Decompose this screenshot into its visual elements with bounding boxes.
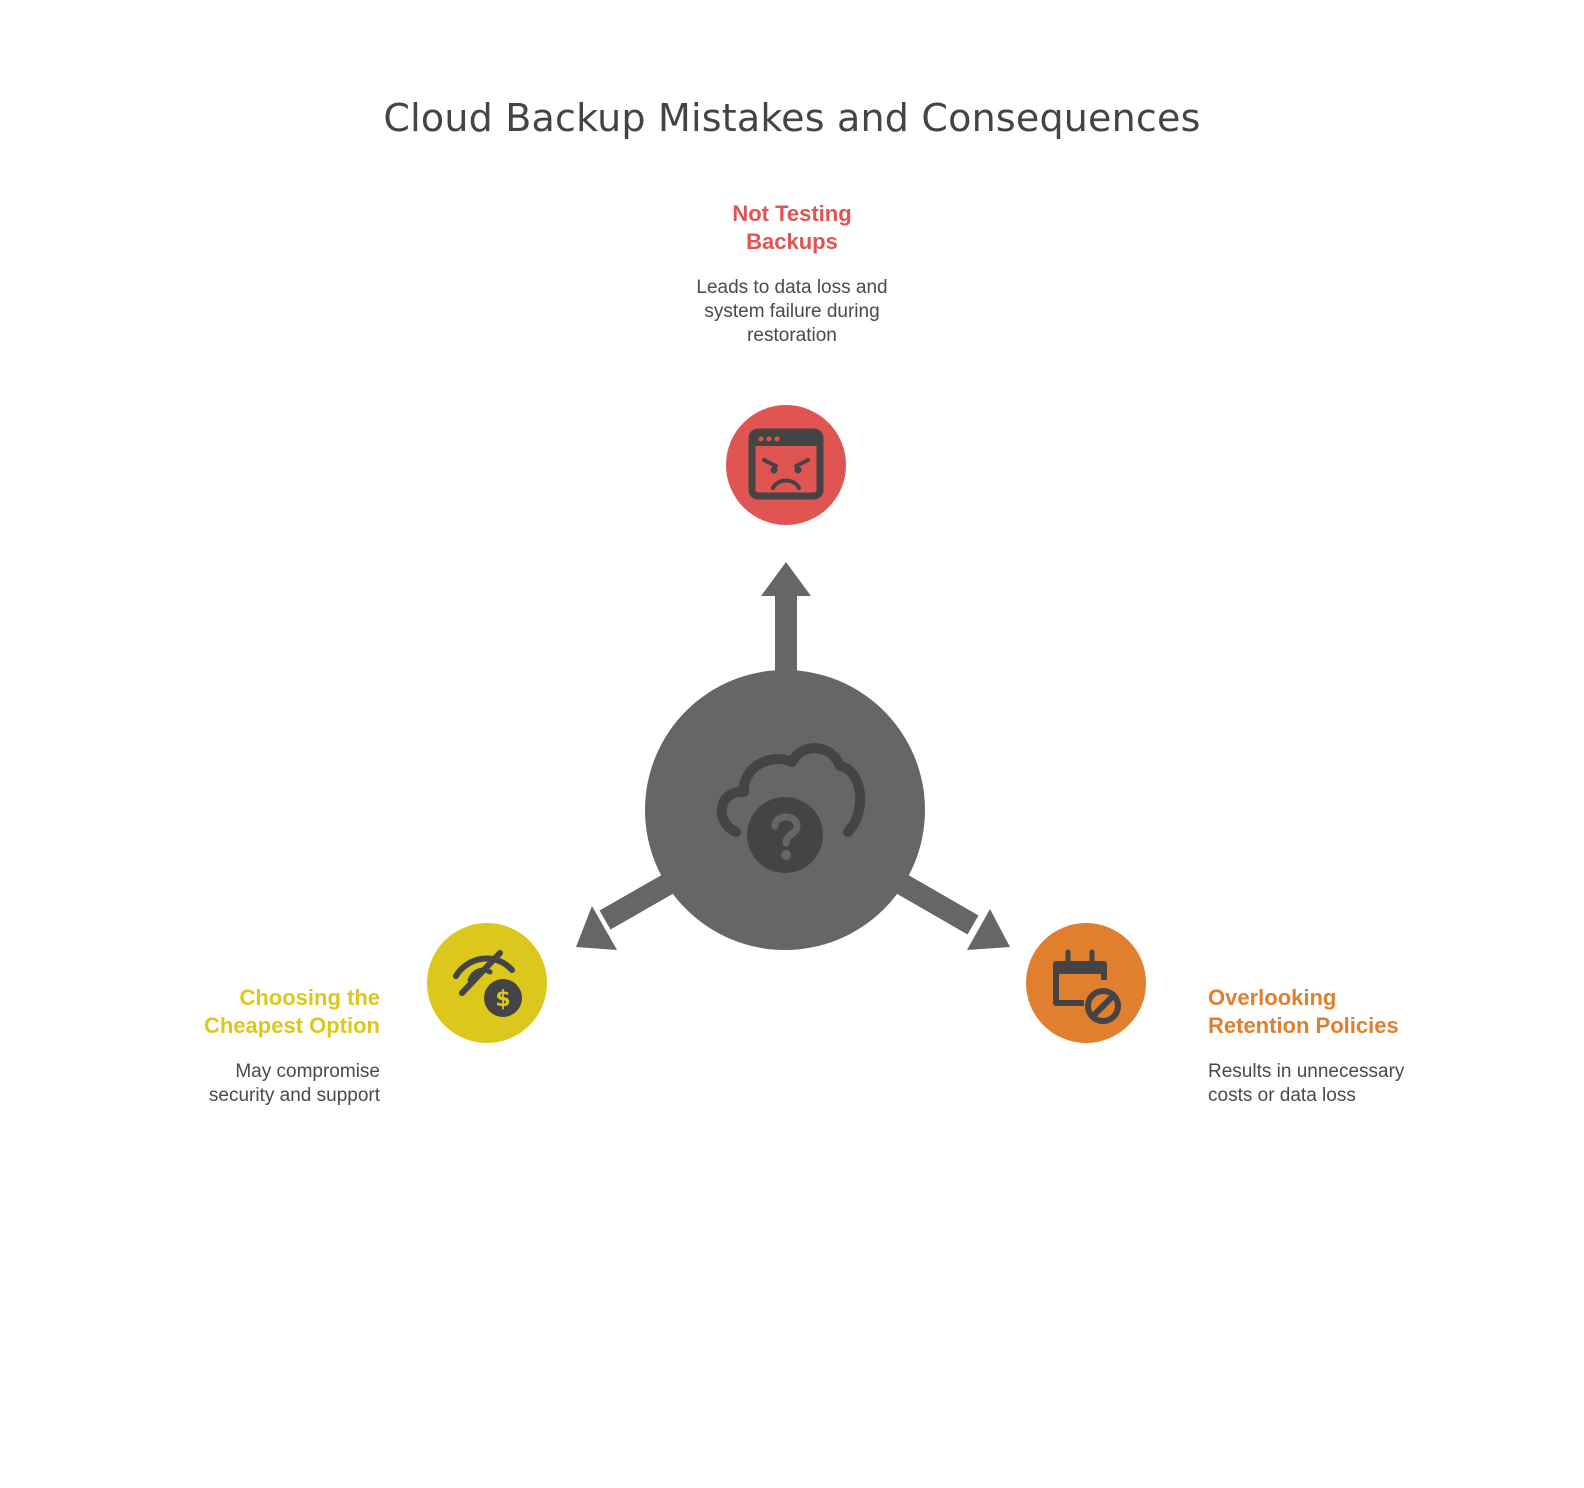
right-heading-line-2: Retention Policies	[1208, 1013, 1399, 1038]
right-heading-line-1: Overlooking	[1208, 985, 1337, 1010]
left-heading-line-1: Choosing the	[239, 985, 380, 1010]
right-branch-description: Results in unnecessary costs or data los…	[1208, 1060, 1508, 1108]
top-desc-line-2: system failure during	[704, 301, 880, 322]
top-desc-line-1: Leads to data loss and	[696, 277, 888, 298]
right-branch-heading: Overlooking Retention Policies	[1208, 984, 1508, 1040]
top-node	[726, 405, 846, 525]
svg-text:$: $	[495, 987, 510, 1012]
arrow-to-left	[576, 870, 681, 950]
top-branch-heading: Not Testing Backups	[632, 200, 952, 256]
right-node	[1026, 923, 1146, 1043]
right-desc-line-1: Results in unnecessary	[1208, 1061, 1405, 1082]
hub-node	[645, 670, 925, 950]
cloud-question-icon	[716, 743, 866, 873]
left-heading-line-2: Cheapest Option	[203, 1013, 380, 1038]
angry-browser-icon	[748, 428, 824, 500]
left-node: $	[427, 923, 547, 1043]
hidden-cost-icon: $	[453, 950, 522, 1017]
left-branch-heading: Choosing the Cheapest Option	[120, 984, 380, 1040]
top-desc-line-3: restoration	[747, 325, 837, 346]
left-branch-description: May compromise security and support	[120, 1060, 380, 1108]
arrow-to-right	[889, 870, 1010, 950]
arrow-to-top	[761, 562, 811, 680]
calendar-blocked-icon	[1053, 949, 1121, 1024]
left-desc-line-1: May compromise	[235, 1061, 380, 1082]
top-heading-line-2: Backups	[746, 229, 838, 254]
diagram-title: Cloud Backup Mistakes and Consequences	[383, 96, 1201, 140]
left-desc-line-2: security and support	[208, 1085, 380, 1106]
top-heading-line-1: Not Testing	[732, 201, 852, 226]
right-desc-line-2: costs or data loss	[1208, 1085, 1356, 1106]
top-branch-description: Leads to data loss and system failure du…	[632, 276, 952, 348]
